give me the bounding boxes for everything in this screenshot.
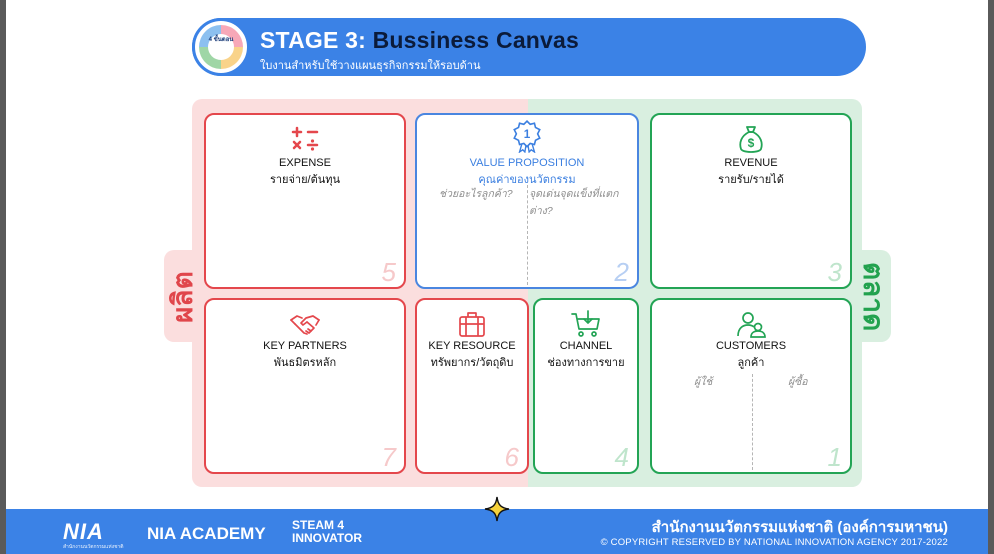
production-side-label: ผลิต — [167, 271, 198, 323]
nia-logo-text: NIA — [63, 519, 104, 544]
value-number: 2 — [614, 257, 629, 287]
channel-box[interactable]: CHANNEL ช่องทางการขาย 4 — [533, 298, 639, 474]
customers-divider — [752, 374, 753, 470]
math-operators-icon — [291, 126, 319, 151]
partners-title: KEY PARTNERS — [263, 340, 347, 352]
sparkle-star-icon — [484, 496, 510, 522]
channel-title: CHANNEL — [559, 340, 613, 352]
toolbox-icon — [459, 312, 485, 337]
users-icon — [737, 312, 766, 338]
value-hint-right: จุดเด่นจุดแข็งที่แตกต่าง? — [529, 188, 619, 217]
svg-text:1: 1 — [524, 128, 531, 141]
value-hint-left: ช่วยอะไรลูกค้า? — [439, 188, 513, 200]
customers-box[interactable]: CUSTOMERS ลูกค้า ผู้ใช้ ผู้ซื้อ 1 — [650, 298, 852, 474]
stage-name: Bussiness Canvas — [372, 27, 580, 53]
nia-academy-logo: NIA ACADEMY — [147, 524, 266, 543]
resource-title: KEY RESOURCE — [428, 340, 516, 352]
header-banner — [192, 18, 866, 76]
customers-title: CUSTOMERS — [715, 340, 787, 352]
shopping-cart-icon — [571, 310, 600, 337]
key-partners-box[interactable]: KEY PARTNERS พันธมิตรหลัก 7 — [204, 298, 406, 474]
customers-subtitle: ลูกค้า — [737, 357, 765, 369]
key-resource-box[interactable]: KEY RESOURCE ทรัพยากร/วัตถุดิบ 6 — [415, 298, 529, 474]
nia-logo-caption: สำนักงานนวัตกรรมแห่งชาติ — [63, 544, 124, 550]
value-subtitle: คุณค่าของนวัตกรรม — [478, 174, 576, 186]
revenue-title: REVENUE — [724, 157, 778, 169]
value-divider — [527, 185, 528, 285]
value-proposition-box[interactable]: 1 VALUE PROPOSITION คุณค่าของนวัตกรรม ช่… — [415, 113, 639, 289]
badge-text: 4 ขั้นตอน — [208, 34, 234, 60]
stage-badge-logo: 4 ขั้นตอน — [192, 18, 250, 76]
handshake-icon — [290, 315, 320, 335]
expense-title: EXPENSE — [279, 157, 331, 169]
award-ribbon-icon: 1 — [513, 119, 541, 153]
market-tab — [851, 250, 891, 342]
money-bag-icon: $ — [739, 126, 763, 153]
steam-line1: STEAM 4 — [292, 518, 345, 532]
steam-line2: INNOVATOR — [292, 531, 363, 545]
resource-number: 6 — [504, 442, 519, 472]
partners-number: 7 — [381, 442, 396, 472]
value-title: VALUE PROPOSITION — [469, 157, 585, 169]
expense-number: 5 — [381, 257, 396, 287]
expense-subtitle: รายจ่าย/ต้นทุน — [269, 174, 341, 186]
production-tab — [164, 250, 204, 342]
customers-number: 1 — [827, 442, 842, 472]
channel-subtitle: ช่องทางการขาย — [547, 357, 625, 369]
revenue-subtitle: รายรับ/รายได้ — [718, 174, 784, 186]
customers-hint-left: ผู้ใช้ — [694, 376, 713, 388]
channel-number: 4 — [614, 442, 629, 472]
revenue-number: 3 — [827, 257, 842, 287]
slide: 4 ขั้นตอน STAGE 3: Bussiness Canvas ใบงา… — [6, 0, 988, 554]
steam4-innovator-logo: STEAM 4 INNOVATOR — [292, 519, 362, 545]
partners-subtitle: พันธมิตรหลัก — [273, 357, 337, 369]
organization-name: สำนักงานนวัตกรรมแห่งชาติ (องค์การมหาชน) — [651, 519, 948, 536]
footer-bar: NIA สำนักงานนวัตกรรมแห่งชาติ NIA ACADEMY… — [6, 509, 988, 554]
customers-hint-right: ผู้ซื้อ — [788, 376, 808, 388]
stage-label: STAGE 3: — [260, 27, 366, 53]
page-subtitle: ใบงานสำหรับใช้วางแผนธุรกิจกรรมให้รอบด้าน — [260, 60, 481, 72]
svg-text:$: $ — [748, 136, 755, 150]
market-side-label: ตลาด — [858, 262, 889, 332]
page-title: STAGE 3: Bussiness Canvas — [260, 27, 579, 54]
nia-logo: NIA สำนักงานนวัตกรรมแห่งชาติ — [63, 519, 124, 551]
revenue-box[interactable]: $ REVENUE รายรับ/รายได้ 3 — [650, 113, 852, 289]
expense-box[interactable]: EXPENSE รายจ่าย/ต้นทุน 5 — [204, 113, 406, 289]
resource-subtitle: ทรัพยากร/วัตถุดิบ — [430, 357, 514, 369]
copyright-text: © COPYRIGHT RESERVED BY NATIONAL INNOVAT… — [600, 537, 948, 548]
